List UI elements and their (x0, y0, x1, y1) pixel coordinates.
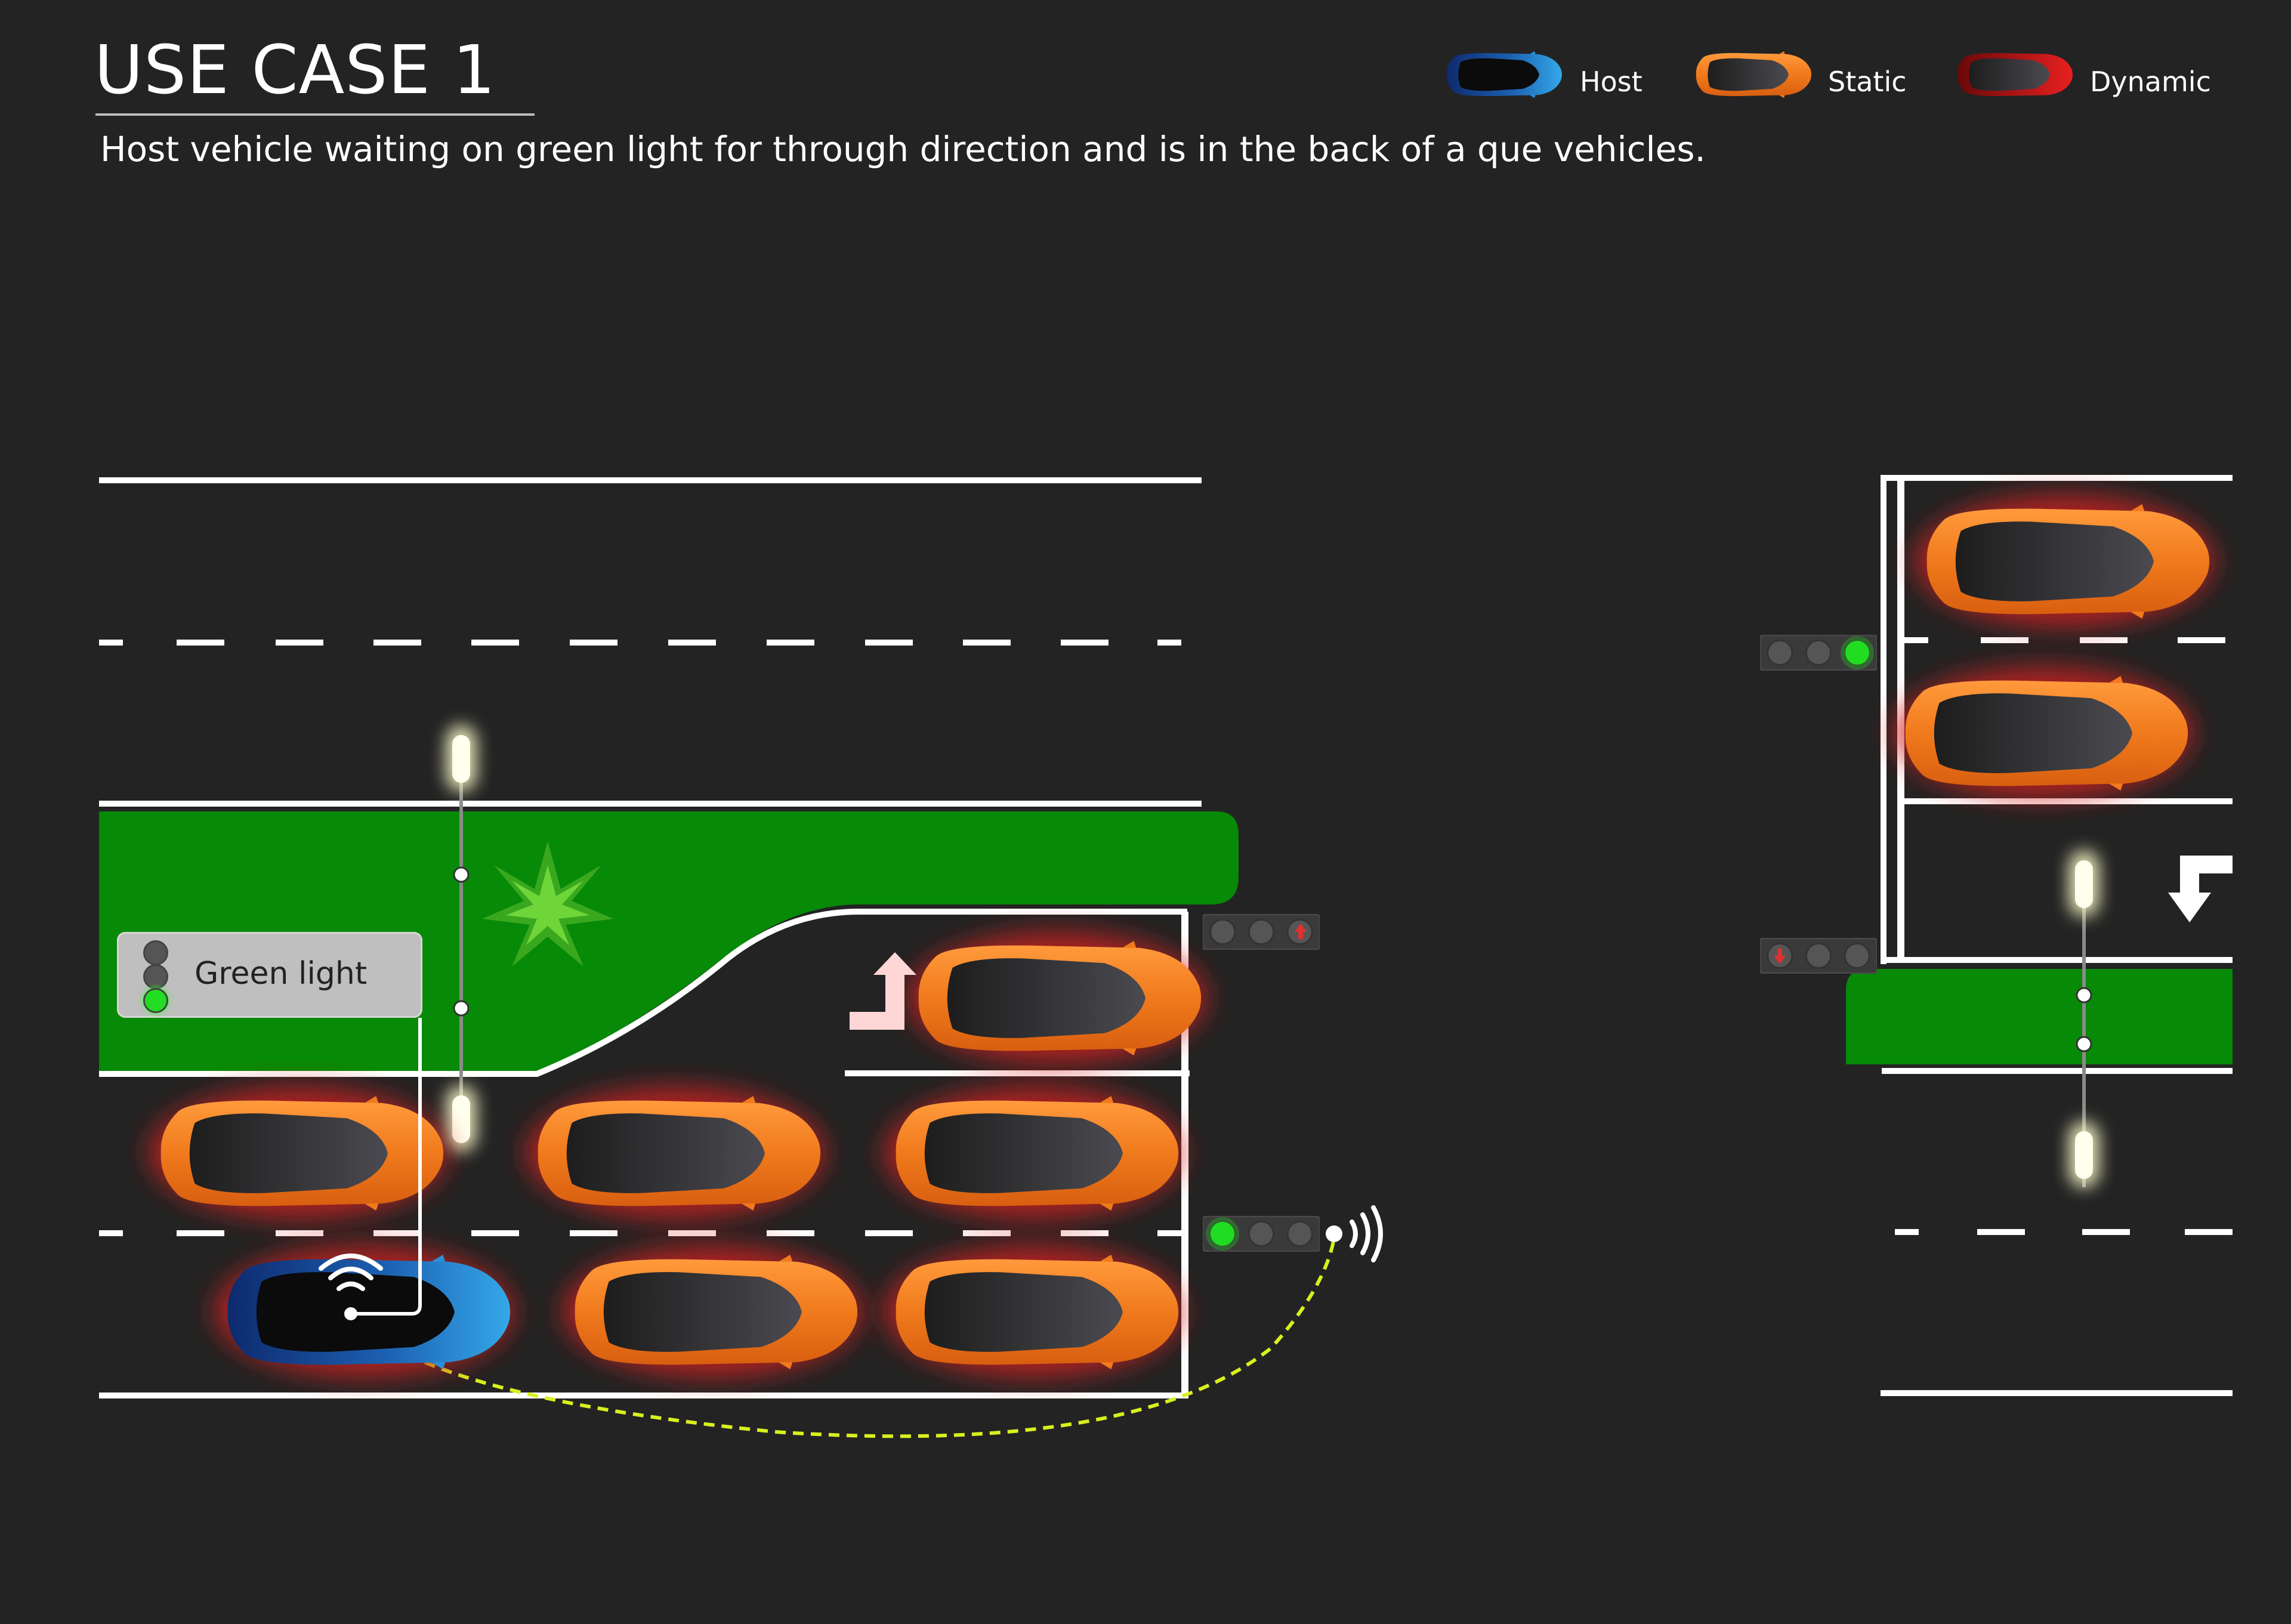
host-car (215, 1246, 513, 1377)
static-car (149, 1087, 447, 1218)
street-lamp-icon (2069, 851, 2099, 1187)
lane-dash-line (1895, 1229, 2233, 1235)
title-underline (95, 113, 535, 116)
road-edge-line (99, 477, 1202, 483)
lane-dash-line (99, 1230, 1181, 1236)
lane-dash-line (1904, 637, 2225, 643)
median-edge-line (1881, 957, 2233, 963)
communication-link (349, 1238, 1336, 1438)
traffic-light-left-turn (1203, 914, 1320, 950)
page-subtitle: Host vehicle waiting on green light for … (100, 129, 1706, 169)
green-light-icon (143, 988, 168, 1013)
median-island (1846, 969, 2233, 1064)
lane-dash-line (99, 640, 1181, 646)
road-edge-line (99, 1393, 1188, 1398)
traffic-light-icon (143, 940, 168, 965)
wifi-icon (319, 1253, 383, 1320)
tree-icon (482, 841, 613, 967)
stop-line (1181, 912, 1188, 1396)
lane-divider-line (1904, 798, 2233, 804)
traffic-light-through (1203, 1216, 1320, 1252)
page-title: USE CASE 1 (94, 32, 496, 109)
broadcast-icon (1326, 1205, 1383, 1262)
legend-dynamic-label: Dynamic (2090, 66, 2211, 98)
static-car (526, 1087, 825, 1218)
legend-host-label: Host (1580, 66, 1642, 98)
static-car (563, 1246, 862, 1377)
traffic-light-icon (143, 964, 168, 989)
legend-dynamic-car-icon (1957, 53, 2073, 97)
legend-host-car-icon (1446, 51, 1562, 98)
static-car (884, 1087, 1182, 1218)
legend-static-label: Static (1828, 66, 1907, 98)
callout-leader-line (356, 1018, 422, 1316)
static-car (908, 932, 1206, 1063)
callout-label: Green light (194, 956, 368, 992)
road-edge-line (99, 801, 1202, 807)
lane-divider-line (845, 1070, 1190, 1076)
traffic-light-through (1760, 635, 1877, 671)
road-edge-line (1882, 1068, 2233, 1074)
static-car (1894, 667, 2192, 798)
static-car (884, 1246, 1182, 1377)
road-edge-line (1881, 1390, 2233, 1396)
legend-static-car-icon (1696, 51, 1811, 98)
road-edge-line (1881, 475, 1886, 964)
median-edge-line (99, 909, 1187, 1077)
green-light-callout: Green light (117, 932, 422, 1018)
turn-right-arrow-icon (850, 952, 916, 1030)
static-car (1915, 495, 2213, 626)
street-lamp-icon (446, 725, 476, 1151)
traffic-light-left-turn (1760, 938, 1877, 974)
turn-left-arrow-icon (2168, 856, 2233, 922)
road-edge-line (1881, 475, 2233, 481)
